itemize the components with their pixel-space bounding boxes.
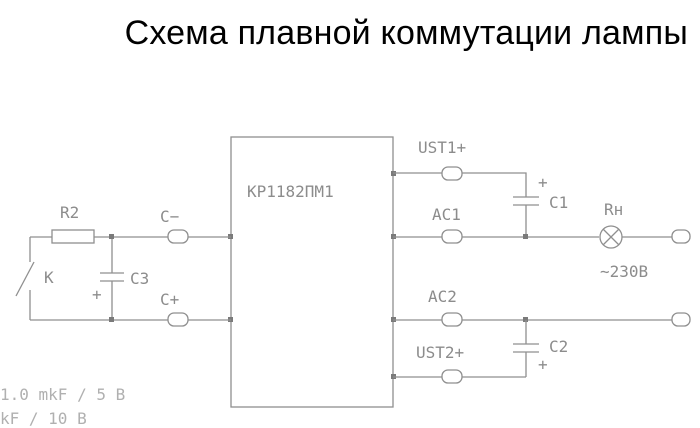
- capacitor-c1: [513, 196, 539, 206]
- label-c1: C1: [549, 193, 568, 212]
- label-ust1: UST1+: [418, 138, 466, 157]
- label-c-minus: C−: [160, 207, 179, 226]
- right-network: [393, 166, 691, 384]
- label-ac1: AC1: [432, 205, 461, 224]
- label-ust2: UST2+: [416, 343, 464, 362]
- terminal-ac1: [441, 229, 463, 244]
- terminal-ac2: [441, 312, 463, 327]
- note-line-1: 1.0 mkF / 5 B: [0, 385, 125, 404]
- capacitor-c3: [100, 272, 124, 282]
- terminal-out-2: [671, 312, 691, 327]
- label-c3: C3: [130, 269, 149, 288]
- terminal-ust1: [441, 166, 463, 181]
- switch-k: [15, 261, 35, 297]
- capacitor-c2: [513, 343, 539, 353]
- terminal-ust2: [441, 369, 463, 384]
- page-title: Схема плавной коммутации лампы: [124, 14, 688, 52]
- terminal-out-1: [671, 229, 691, 244]
- label-c-plus: C+: [160, 290, 179, 309]
- label-ac2: AC2: [428, 287, 457, 306]
- label-k: K: [44, 268, 54, 287]
- note-line-2: kF / 10 B: [0, 409, 87, 428]
- chip-label: KP1182ПМ1: [247, 182, 334, 201]
- label-c3-plus: +: [92, 285, 102, 304]
- label-c1-plus: +: [538, 173, 548, 192]
- label-voltage: ∼230В: [600, 262, 648, 281]
- left-network: [15, 229, 231, 327]
- terminal-c-minus: [167, 229, 189, 244]
- label-rn: Rн: [604, 200, 623, 219]
- resistor-r2: [51, 229, 95, 244]
- terminal-c-plus: [167, 312, 189, 327]
- chip-body: [230, 136, 394, 408]
- label-c2-plus: +: [538, 355, 548, 374]
- label-c2: C2: [549, 337, 568, 356]
- label-r2: R2: [60, 203, 79, 222]
